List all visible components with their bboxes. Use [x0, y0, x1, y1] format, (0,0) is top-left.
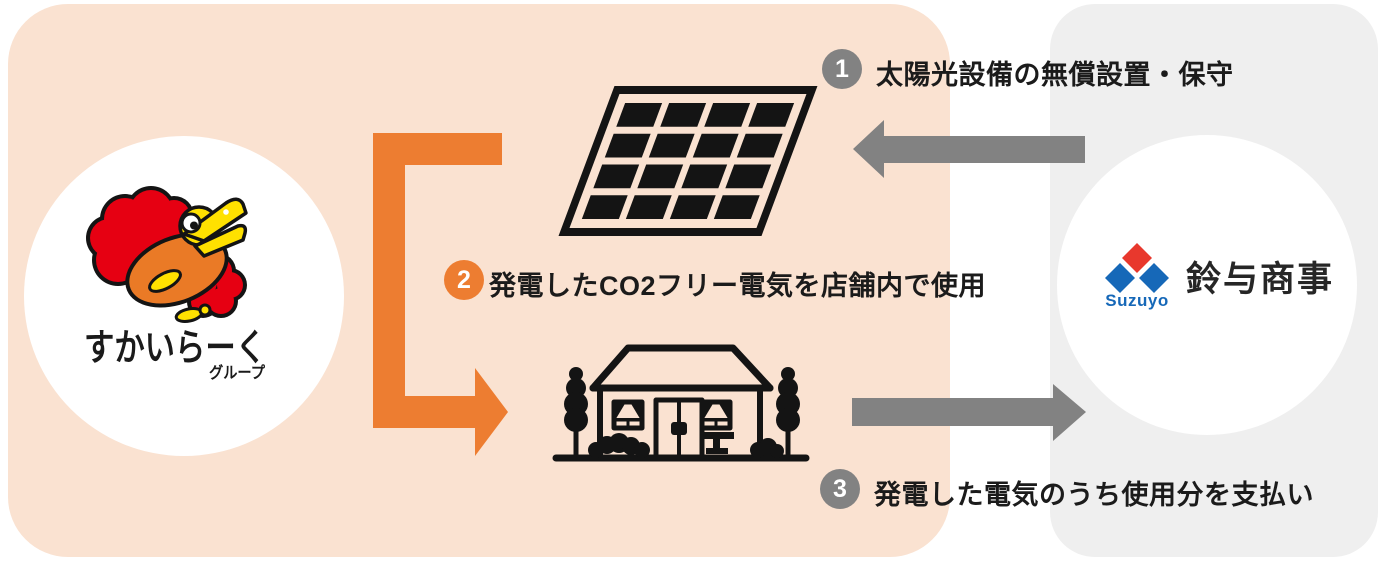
skylark-logo-text: すかいらーく	[84, 327, 266, 368]
solar-panel-icon	[558, 86, 818, 236]
install-arrow-left	[853, 120, 1085, 178]
step-1-label: 太陽光設備の無償設置・保守	[876, 60, 1234, 90]
skylark-logo-subtext: グループ	[209, 363, 266, 382]
step-3-label: 発電した電気のうち使用分を支払い	[874, 480, 1314, 510]
suzuyo-logo-wordmark: Suzuyo	[1105, 291, 1169, 310]
payment-arrow-right	[852, 384, 1086, 441]
orange-flow-bracket-arrow	[373, 133, 508, 456]
suzuyo-company-name: 鈴与商事	[1186, 260, 1335, 299]
suzuyo-diamonds-icon	[1105, 243, 1169, 293]
step-2-label: 発電したCO2フリー電気を店舗内で使用	[489, 271, 987, 301]
step-1-badge: 1	[822, 49, 862, 89]
suzuyo-logo-circle	[1057, 135, 1357, 435]
step-2-badge: 2	[444, 260, 484, 300]
skylark-bird-icon: すかいらーく グループ	[84, 186, 266, 382]
store-building-icon	[552, 344, 810, 462]
step-3-badge: 3	[820, 469, 860, 509]
